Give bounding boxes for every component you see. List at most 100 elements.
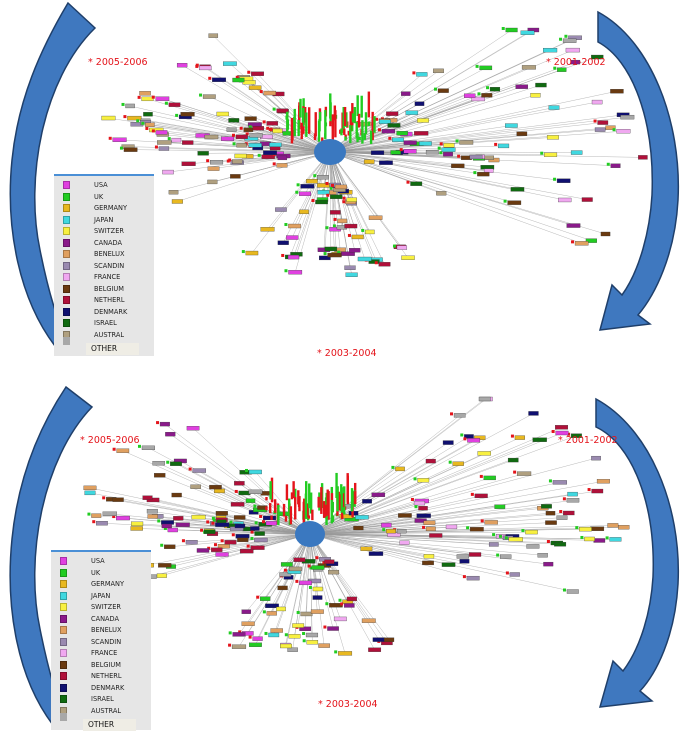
node-marker bbox=[477, 92, 481, 96]
graph-node bbox=[203, 529, 216, 534]
graph-node bbox=[596, 479, 610, 484]
node-marker bbox=[439, 142, 443, 146]
other-button[interactable]: OTHER bbox=[86, 343, 139, 355]
legend-item[interactable]: NETHERL bbox=[54, 295, 154, 307]
legend-item[interactable]: CANADA bbox=[51, 614, 151, 626]
node-marker bbox=[206, 159, 210, 163]
graph-node bbox=[537, 553, 548, 558]
graph-node bbox=[535, 82, 547, 88]
legend-item[interactable]: USA bbox=[51, 556, 151, 568]
legend-item[interactable]: DENMARK bbox=[51, 683, 151, 695]
hub-bar bbox=[265, 506, 268, 511]
legend-item[interactable]: BENELUX bbox=[51, 625, 151, 637]
legend-item[interactable]: CANADA bbox=[54, 238, 154, 250]
legend-item[interactable]: UK bbox=[54, 192, 154, 204]
node-marker bbox=[309, 566, 313, 570]
graph-node bbox=[401, 255, 415, 260]
node-marker bbox=[164, 101, 168, 105]
node-marker bbox=[250, 536, 254, 540]
graph-node bbox=[286, 235, 299, 240]
graph-node bbox=[130, 526, 143, 531]
graph-node bbox=[239, 548, 254, 554]
graph-node bbox=[345, 272, 358, 277]
graph-node bbox=[372, 637, 385, 642]
legend-item[interactable]: SWITZER bbox=[51, 602, 151, 614]
legend-item[interactable]: JAPAN bbox=[54, 215, 154, 227]
node-marker bbox=[347, 233, 351, 237]
legend-swatch bbox=[60, 637, 67, 646]
legend-item[interactable]: ISRAEL bbox=[51, 694, 151, 706]
graph-node bbox=[196, 548, 210, 553]
graph-node bbox=[142, 495, 153, 500]
legend-item[interactable]: UK bbox=[51, 568, 151, 580]
graph-node bbox=[312, 586, 323, 592]
graph-node bbox=[185, 540, 198, 545]
graph-node bbox=[152, 461, 165, 466]
hub-bar bbox=[292, 481, 295, 499]
hub-bar bbox=[336, 486, 339, 512]
legend-swatch bbox=[63, 227, 70, 235]
hub-bar bbox=[364, 112, 368, 135]
graph-node bbox=[414, 101, 425, 106]
legend-item[interactable]: FRANCE bbox=[51, 648, 151, 660]
graph-node bbox=[168, 102, 181, 107]
legend-item[interactable]: SCANDIN bbox=[51, 637, 151, 649]
legend-item[interactable]: ISRAEL bbox=[54, 318, 154, 330]
graph-node bbox=[216, 111, 229, 117]
graph-node bbox=[620, 114, 635, 120]
graph-node bbox=[525, 529, 538, 535]
legend-item[interactable]: BELGIUM bbox=[54, 284, 154, 296]
legend-swatch bbox=[60, 614, 67, 623]
legend-item[interactable]: JAPAN bbox=[51, 591, 151, 603]
graph-node bbox=[270, 628, 283, 633]
legend-item[interactable]: BENELUX bbox=[54, 249, 154, 261]
legend-item[interactable]: NETHERL bbox=[51, 671, 151, 683]
graph-node bbox=[276, 163, 288, 168]
graph-node bbox=[176, 63, 188, 68]
graph-node bbox=[254, 537, 268, 543]
legend-label: AUSTRAL bbox=[94, 330, 125, 339]
hub-bar bbox=[360, 95, 363, 118]
graph-node bbox=[306, 179, 318, 184]
legend-item[interactable]: SCANDIN bbox=[54, 261, 154, 273]
legend-other-swatch bbox=[63, 337, 70, 345]
graph-node bbox=[146, 497, 160, 503]
node-marker bbox=[375, 117, 379, 121]
legend-item[interactable]: BELGIUM bbox=[51, 660, 151, 672]
legend-item[interactable]: GERMANY bbox=[54, 203, 154, 215]
graph-node bbox=[263, 90, 277, 96]
graph-node bbox=[237, 537, 249, 543]
legend-item[interactable]: SWITZER bbox=[54, 226, 154, 238]
node-marker bbox=[247, 70, 251, 74]
graph-node bbox=[353, 525, 364, 531]
node-marker bbox=[612, 128, 616, 132]
graph-node bbox=[221, 136, 235, 141]
graph-node bbox=[387, 532, 401, 537]
legend-label: ISRAEL bbox=[94, 319, 117, 327]
legend-item[interactable]: DENMARK bbox=[54, 307, 154, 319]
graph-node bbox=[532, 437, 547, 442]
graph-node bbox=[570, 59, 581, 65]
graph-node bbox=[191, 514, 206, 520]
legend-item[interactable]: FRANCE bbox=[54, 272, 154, 284]
graph-node bbox=[116, 448, 130, 453]
legend-label: ISRAEL bbox=[91, 695, 114, 703]
hub-bar bbox=[371, 111, 374, 141]
hub-bar bbox=[357, 113, 361, 128]
hub-bar bbox=[329, 93, 332, 119]
graph-node bbox=[452, 461, 464, 466]
node-marker bbox=[503, 199, 507, 203]
other-button[interactable]: OTHER bbox=[83, 719, 136, 731]
graph-node bbox=[396, 130, 408, 136]
graph-node bbox=[368, 551, 384, 556]
legend-item[interactable]: GERMANY bbox=[51, 579, 151, 591]
graph-node bbox=[248, 489, 263, 494]
period-label-bottom: * 2003-2004 bbox=[318, 699, 378, 710]
graph-node bbox=[593, 538, 606, 543]
graph-node bbox=[287, 647, 298, 652]
legend-swatch bbox=[60, 591, 67, 600]
node-marker bbox=[245, 468, 249, 472]
graph-node bbox=[510, 187, 525, 192]
legend-item[interactable]: USA bbox=[54, 180, 154, 192]
legend-label: BELGIUM bbox=[94, 284, 124, 293]
